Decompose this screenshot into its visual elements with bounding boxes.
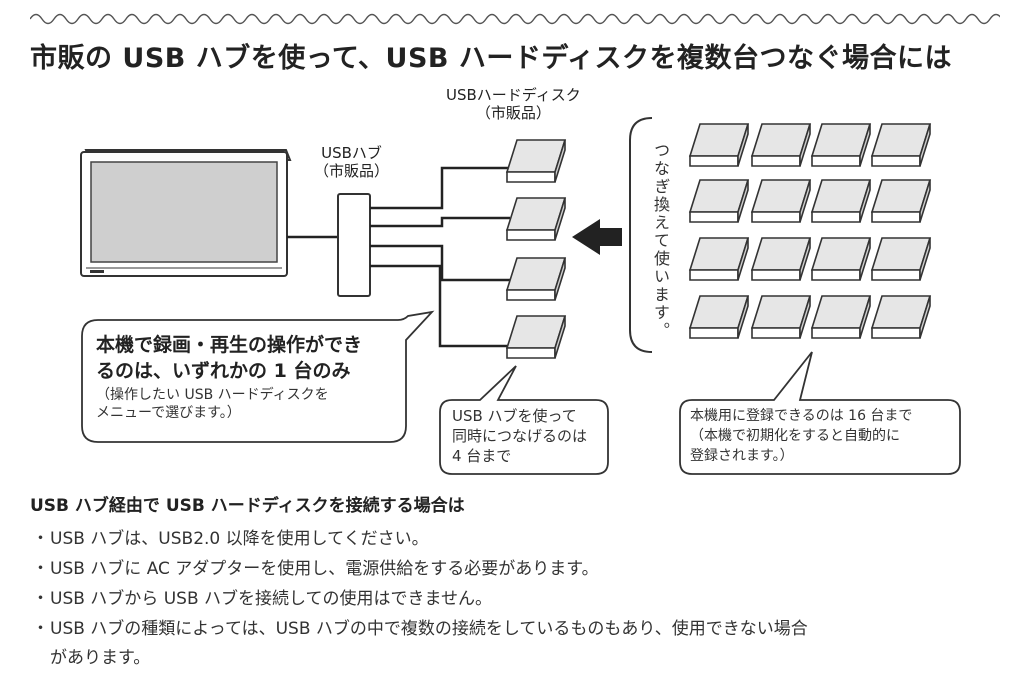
hard-disk-icon: [810, 295, 872, 339]
notes-heading: USB ハブ経由で USB ハードディスクを接続する場合は: [30, 496, 465, 516]
hard-disk-icon: [505, 139, 567, 183]
hard-disk-icon: [750, 295, 812, 339]
hard-disk-icon: [750, 179, 812, 223]
hard-disk-icon: [810, 123, 872, 167]
hard-disk-icon: [505, 315, 567, 359]
list-item: ・USB ハブの種類によっては、USB ハブの中で複数の接続をしているものもあり…: [32, 619, 808, 668]
bracket: [629, 117, 653, 353]
hard-disk-icon: [750, 123, 812, 167]
callout-hub-text: USB ハブを使って 同時につなげるのは 4 台まで: [452, 407, 588, 465]
hard-disk-icon: [505, 257, 567, 301]
hard-disk-icon: [810, 179, 872, 223]
usb-hub-icon: [337, 193, 371, 297]
hard-disk-icon: [750, 237, 812, 281]
list-item: ・USB ハブに AC アダプターを使用し、電源供給をする必要があります。: [32, 559, 599, 579]
callout-hub-bubble: [439, 365, 609, 475]
tv-icon: [80, 149, 292, 277]
hard-disk-icon: [870, 237, 932, 281]
hard-disk-icon: [688, 295, 750, 339]
arrow-left-icon: [572, 219, 622, 255]
hard-disk-icon: [688, 237, 750, 281]
hard-disk-icon: [870, 295, 932, 339]
notes-section: USB ハブ経由で USB ハードディスクを接続する場合は ・USB ハブは、U…: [30, 494, 1010, 672]
notes-list: ・USB ハブは、USB2.0 以降を使用してください。 ・USB ハブに AC…: [30, 524, 1010, 672]
hub-label: USBハブ （市販品）: [314, 144, 390, 180]
page-title: 市販の USB ハブを使って、USB ハードディスクを複数台つなぐ場合には: [30, 43, 953, 74]
callout-tv-text: 本機で録画・再生の操作ができ るのは、いずれかの 1 台のみ （操作したい US…: [96, 334, 363, 421]
decorative-wave-divider: [30, 13, 1000, 25]
hard-disk-icon: [870, 179, 932, 223]
connection-diagram: [80, 117, 961, 475]
hard-disk-icon: [870, 123, 932, 167]
list-item: ・USB ハブから USB ハブを接続しての使用はできません。: [32, 589, 492, 609]
hard-disk-icon: [688, 179, 750, 223]
hard-disk-icon: [810, 237, 872, 281]
hard-disk-icon: [505, 197, 567, 241]
swap-note-vertical: つなぎ換えて使います。: [651, 142, 670, 340]
callout-register-text: 本機用に登録できるのは 16 台まで （本機で初期化をすると自動的に 登録されま…: [690, 408, 913, 464]
usb-cables: [370, 166, 512, 348]
list-item: ・USB ハブは、USB2.0 以降を使用してください。: [32, 529, 429, 549]
hdd-label: USBハードディスク （市販品）: [446, 86, 581, 122]
callout-tv-bubble: [81, 310, 435, 443]
callout-register-bubble: [679, 351, 961, 475]
hard-disk-icon: [688, 123, 750, 167]
